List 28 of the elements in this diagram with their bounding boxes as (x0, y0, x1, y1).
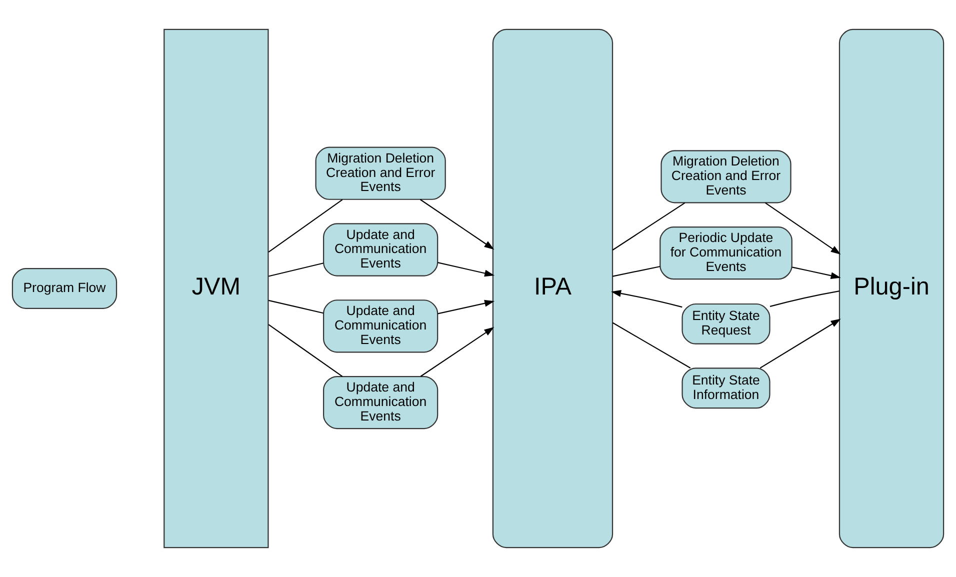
node-box: Entity State Request (682, 303, 770, 344)
arrow (765, 202, 841, 254)
node-box: Entity State Information (682, 368, 770, 409)
arrow (420, 199, 494, 250)
connector (268, 324, 343, 377)
connector (268, 262, 324, 277)
node-box: Migration Deletion Creation and Error Events (315, 146, 446, 200)
node-box: IPA (492, 28, 614, 548)
connector (612, 322, 691, 369)
connector (268, 199, 343, 253)
connector (268, 300, 324, 314)
node-box: Plug-in (838, 28, 944, 548)
arrow (611, 290, 682, 308)
connector (770, 290, 840, 307)
connector (612, 266, 660, 277)
node-box: Update and Communication Events (323, 376, 438, 430)
node-box: Update and Communication Events (323, 223, 438, 276)
arrow (792, 266, 841, 280)
node-box: Periodic Update for Communication Events (660, 226, 792, 280)
arrow (438, 300, 495, 314)
node-box: JVM (164, 28, 269, 548)
node-box: Program Flow (12, 268, 118, 309)
arrow (438, 262, 495, 277)
connector (612, 202, 686, 250)
arrow (420, 327, 494, 377)
arrow (760, 318, 841, 368)
node-box: Migration Deletion Creation and Error Events (660, 150, 792, 204)
node-box: Update and Communication Events (323, 300, 438, 353)
